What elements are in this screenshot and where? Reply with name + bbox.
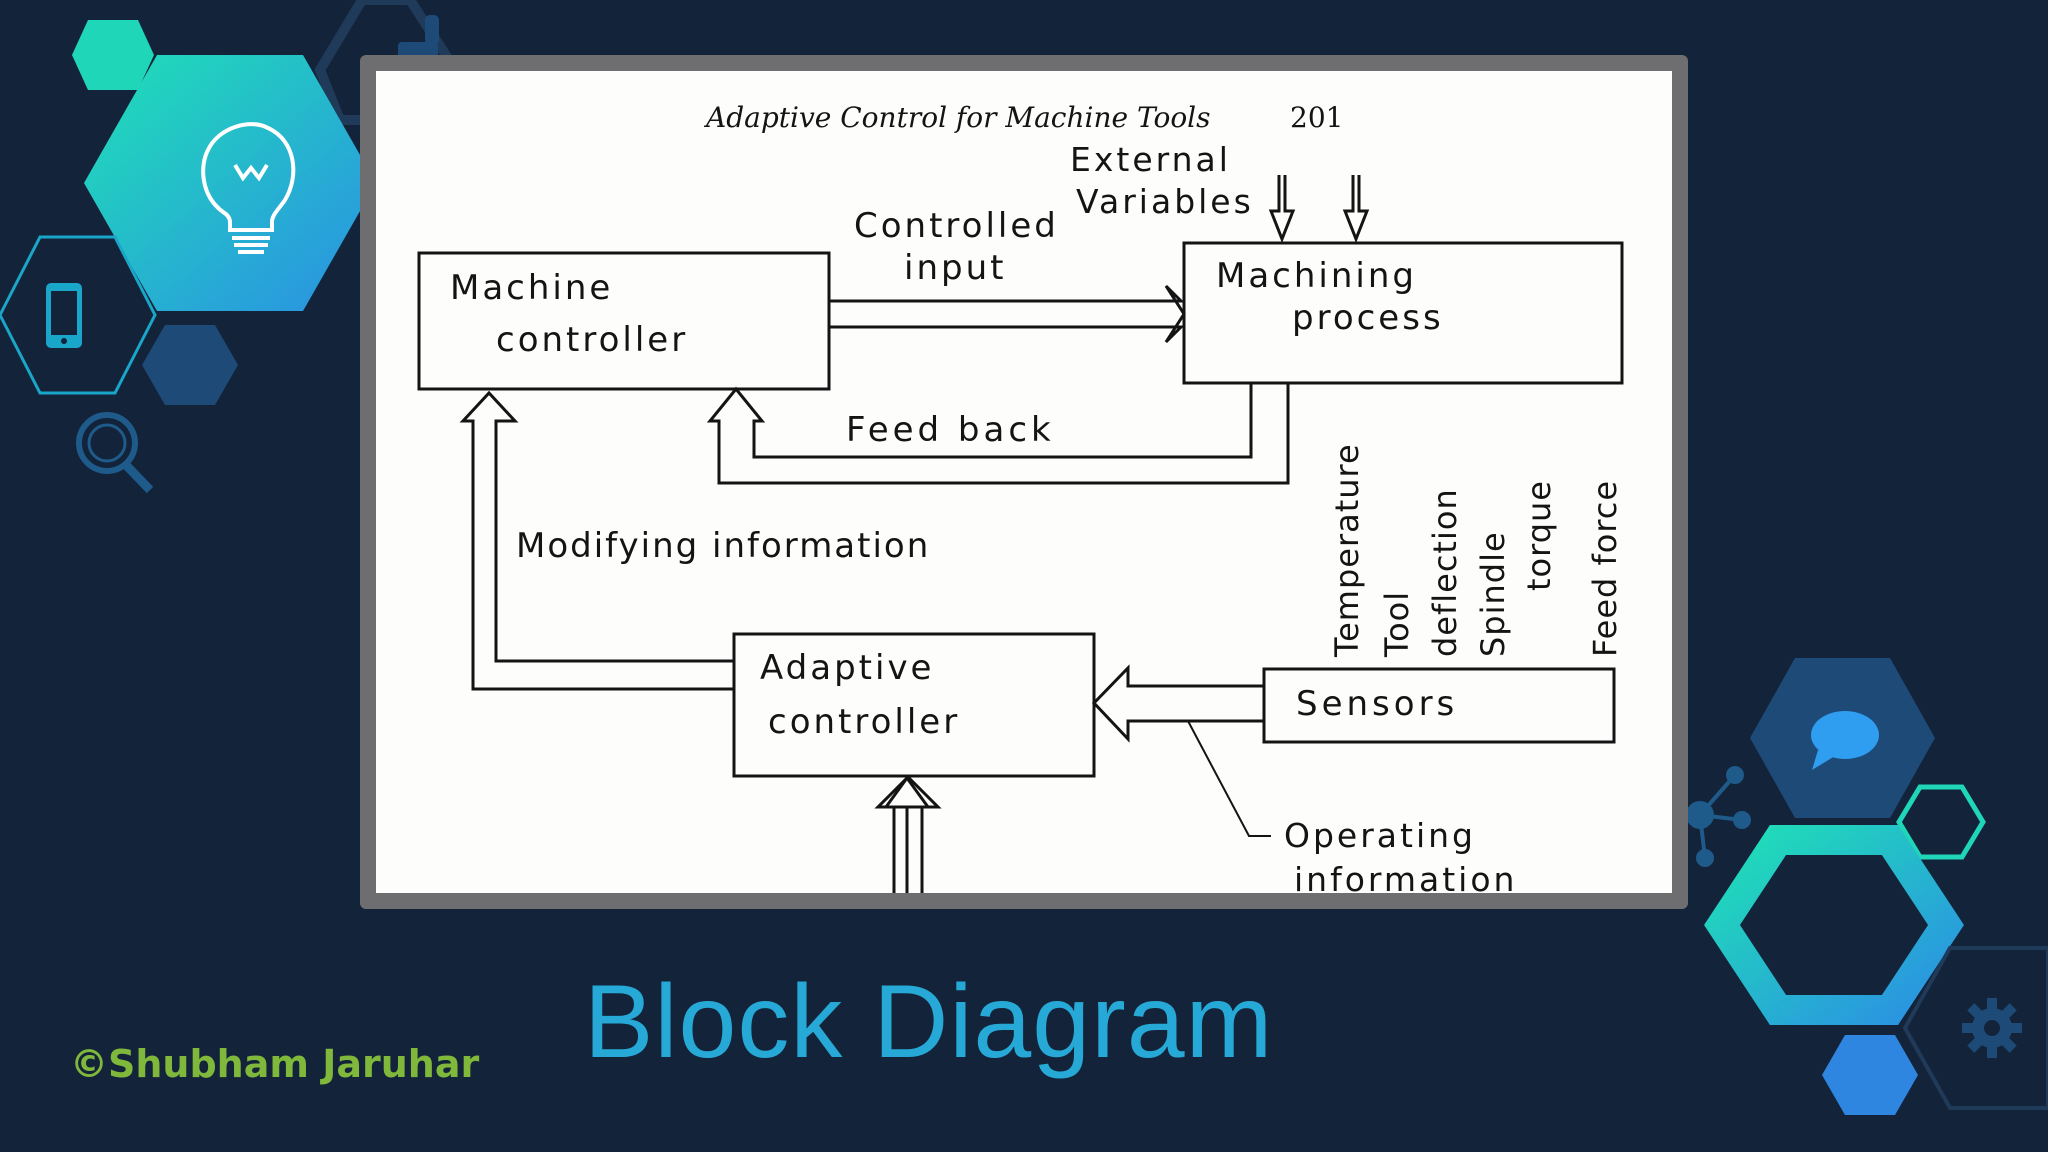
machine-controller-label-line1: Machine: [450, 268, 613, 308]
gear-icon: [1962, 998, 2022, 1058]
hexagon-outline-small: [1896, 784, 1986, 860]
modifying-information-label: Modifying information: [516, 526, 930, 566]
hexagon-ring-large: [1704, 825, 1964, 1025]
feed-force-label: Feed force: [1586, 480, 1624, 657]
page-number: 201: [1290, 101, 1343, 134]
hexagon-small-blue: [142, 325, 238, 405]
spindle-label: Spindle: [1474, 531, 1512, 657]
operating-information-leader: [1187, 720, 1271, 837]
operating-information-label-line2: information: [1294, 860, 1517, 893]
sensors-block: [1262, 667, 1616, 744]
machining-process-label-line2: process: [1292, 298, 1444, 338]
machining-process-label-line1: Machining: [1216, 256, 1417, 296]
hexagon-outline-gear: [1902, 946, 2048, 1110]
machine-controller-block: [417, 251, 831, 391]
external-variable-arrows: [1268, 175, 1370, 244]
sensors-label: Sensors: [1296, 684, 1458, 724]
slide-title: Block Diagram: [584, 964, 1274, 1080]
search-icon: [76, 412, 154, 494]
feedback-arrow: [706, 383, 1290, 485]
phone-icon: [46, 283, 82, 348]
hexagon-outline-left: [0, 235, 157, 395]
hexagon-small-teal: [72, 20, 154, 90]
controlled-input-label-line1: Controlled: [854, 206, 1059, 246]
hexagon-large-gradient: [84, 55, 376, 311]
lightbulb-icon: [201, 122, 296, 254]
block-diagram: Adaptive Control for Machine Tools 201 E…: [417, 101, 1624, 893]
temperature-label: Temperature: [1328, 443, 1366, 658]
adaptive-controller-label-line1: Adaptive: [760, 648, 934, 688]
controlled-input-arrow: [829, 284, 1186, 344]
deflection-label: deflection: [1426, 488, 1464, 657]
external-variables-label-line1: External: [1070, 140, 1231, 179]
modifying-information-arrow: [459, 390, 734, 691]
copyright-credit: ©Shubham Jaruhar: [70, 1042, 480, 1086]
machining-process-block: [1182, 241, 1624, 385]
operating-information-label-line1: Operating: [1284, 816, 1476, 855]
adaptive-input-arrow-shaft: [874, 774, 942, 893]
network-icon: [1686, 766, 1751, 867]
tool-label: Tool: [1378, 591, 1416, 658]
running-title: Adaptive Control for Machine Tools: [703, 101, 1211, 134]
hexagon-small-blue-bottom: [1822, 1035, 1918, 1115]
controlled-input-label-line2: input: [904, 248, 1006, 288]
adaptive-controller-label-line2: controller: [768, 702, 960, 742]
torque-label: torque: [1520, 480, 1558, 591]
sensor-signal-arrow: [1091, 664, 1264, 743]
sensor-signal-labels: Temperature Tool deflection Spindle torq…: [1328, 443, 1624, 658]
scanned-diagram-page: Adaptive Control for Machine Tools 201 E…: [376, 71, 1672, 893]
chat-icon: [1811, 711, 1879, 770]
external-variables-label-line2: Variables: [1076, 182, 1254, 221]
feed-back-label: Feed back: [846, 410, 1055, 450]
machine-controller-label-line2: controller: [496, 320, 688, 360]
